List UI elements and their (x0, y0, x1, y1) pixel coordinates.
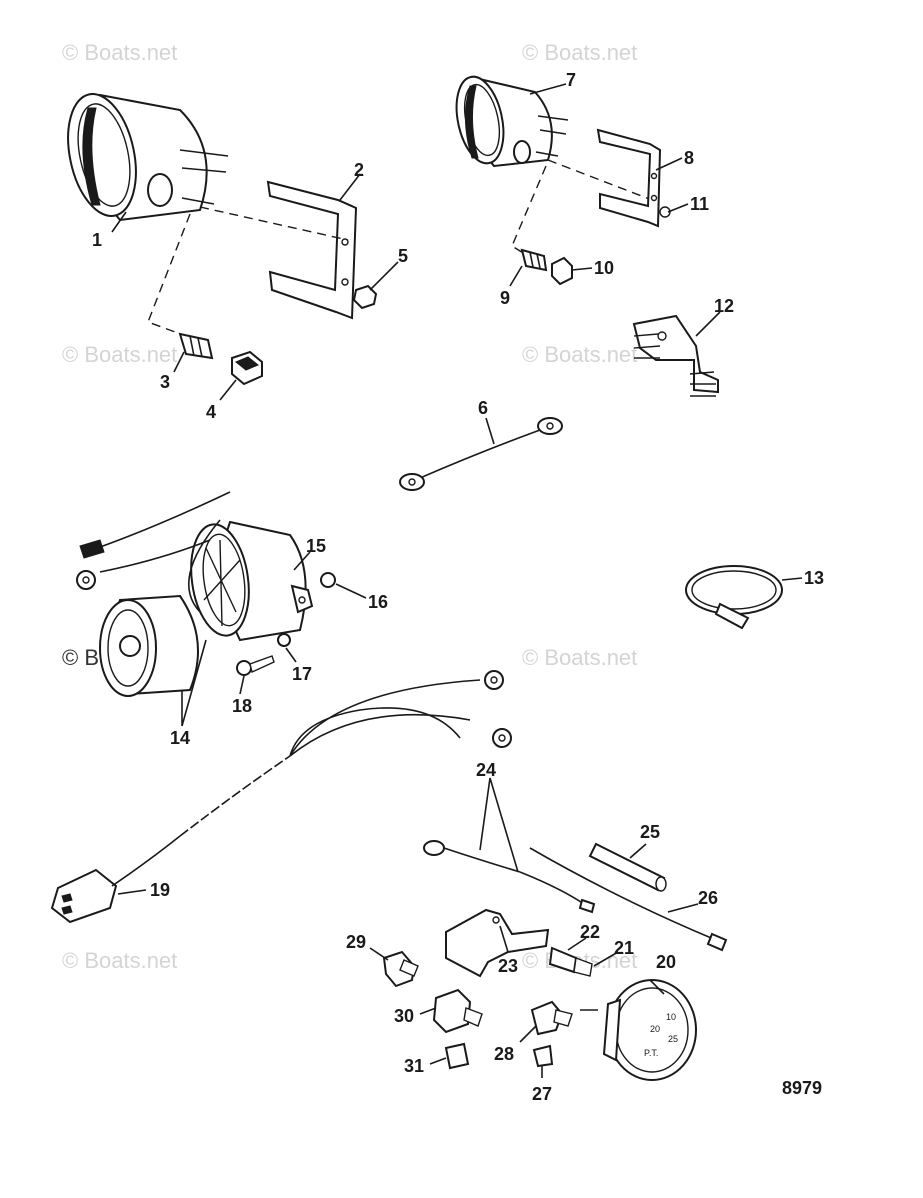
watermark: © Boats.net (62, 948, 177, 973)
part-29-elbow (382, 950, 419, 988)
part-17-washer (277, 633, 291, 647)
part-27-fitting (532, 1044, 554, 1068)
watermark: © Boats.net (522, 40, 637, 65)
part-22-sender (548, 946, 593, 977)
part-23-bracket (445, 908, 550, 978)
callout-4: 4 (206, 402, 216, 422)
part-8-bracket (596, 128, 662, 228)
callout-16: 16 (368, 592, 388, 612)
part-12-clip (632, 314, 719, 397)
callout-31: 31 (404, 1056, 424, 1076)
callout-25: 25 (640, 822, 660, 842)
watermark: © Boats.net (62, 40, 177, 65)
part-10-nut (551, 256, 573, 286)
gauge-tick: 20 (650, 1024, 660, 1034)
part-9-bushing (520, 248, 548, 272)
watermark: © Boats.net (522, 645, 637, 670)
callout-7: 7 (566, 70, 576, 90)
callout-9: 9 (500, 288, 510, 308)
part-25-sleeve (588, 842, 667, 892)
gauge-tick: 10 (666, 1012, 676, 1022)
callout-8: 8 (684, 148, 694, 168)
gauge-tick: P.T. (644, 1048, 658, 1058)
part-30-tee (432, 988, 483, 1034)
callout-23: 23 (498, 956, 518, 976)
callout-11: 11 (690, 194, 709, 214)
callout-15: 15 (306, 536, 326, 556)
callout-24: 24 (476, 760, 496, 780)
part-31-fitting (444, 1042, 470, 1070)
assembly-dashline (547, 159, 653, 201)
wiring-harness-gauge (76, 491, 231, 613)
part-20-gauge: 10 20 25 P.T. (580, 979, 697, 1081)
part-6-strap (399, 417, 563, 491)
callout-13: 13 (804, 568, 824, 588)
callout-1: 1 (92, 230, 102, 250)
part-1-gauge (67, 92, 229, 222)
callout-2: 2 (354, 160, 364, 180)
gauge-tick: 25 (668, 1034, 678, 1044)
part-2-bracket (266, 180, 358, 320)
callout-28: 28 (494, 1044, 514, 1064)
callout-14: 14 (170, 728, 190, 748)
part-14-gauge (99, 594, 199, 697)
callout-26: 26 (698, 888, 718, 908)
assembly-dashline (199, 206, 349, 241)
part-13-clamp (685, 565, 783, 630)
part-19-harness (50, 670, 512, 924)
assembly-dashline (147, 213, 191, 337)
part-16-nut (320, 572, 336, 588)
callout-27: 27 (532, 1084, 552, 1104)
drawing-number: 8979 (782, 1078, 822, 1098)
part-3-bushing (178, 332, 214, 360)
part-26-tie (529, 847, 728, 952)
part-7-gauge (455, 75, 569, 168)
assembly-dashline (511, 165, 547, 257)
callout-18: 18 (232, 696, 252, 716)
part-4-nut (231, 350, 263, 386)
callout-22: 22 (580, 922, 600, 942)
watermark: © Boats.net (62, 342, 177, 367)
leader-lines (111, 83, 803, 1078)
callout-20: 20 (656, 952, 676, 972)
callout-29: 29 (346, 932, 366, 952)
callout-19: 19 (150, 880, 170, 900)
part-18-screw (236, 655, 275, 676)
watermark: © Boats.net (522, 342, 637, 367)
part-24-leads (423, 840, 596, 914)
callout-17: 17 (292, 664, 312, 684)
callout-30: 30 (394, 1006, 414, 1026)
callout-12: 12 (714, 296, 734, 316)
callout-10: 10 (594, 258, 614, 278)
callout-21: 21 (614, 938, 634, 958)
part-28-elbow (530, 1000, 573, 1036)
part-15-housing (190, 520, 314, 642)
callout-3: 3 (160, 372, 170, 392)
part-5-nut (352, 284, 378, 310)
callout-5: 5 (398, 246, 408, 266)
callout-6: 6 (478, 398, 488, 418)
